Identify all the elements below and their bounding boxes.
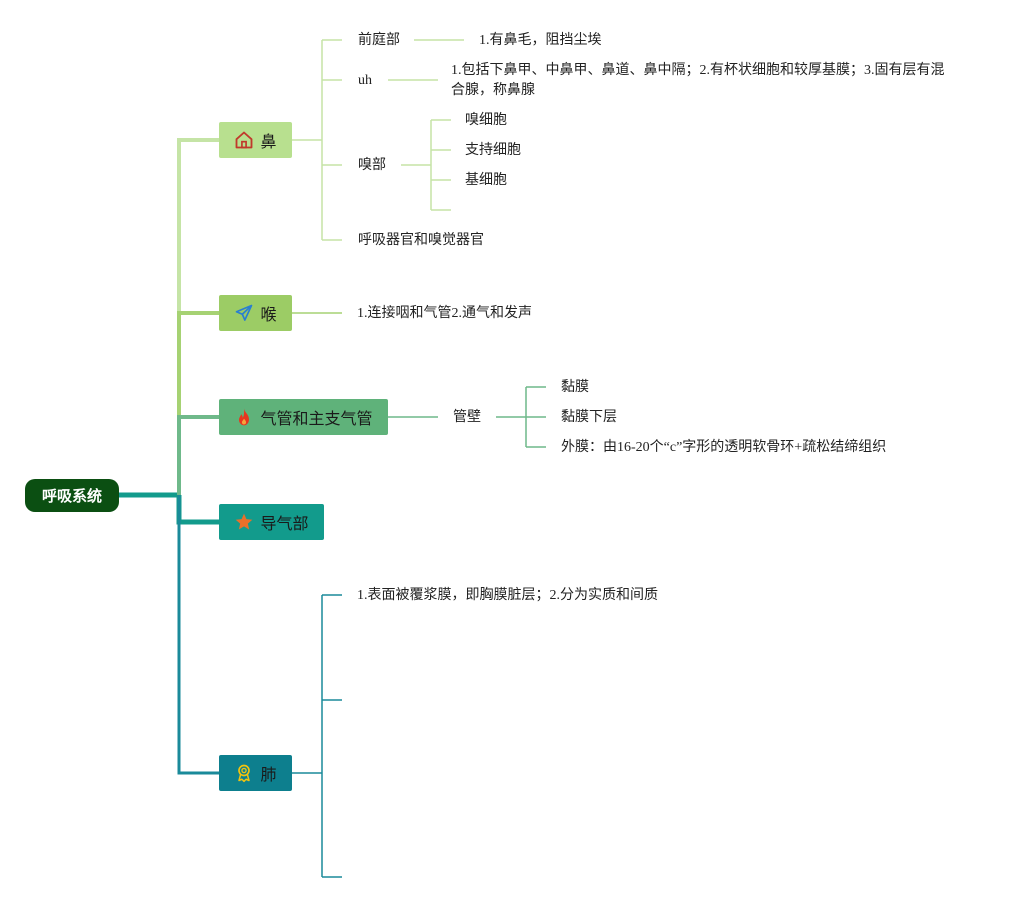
- trachea-wall-label[interactable]: 管壁: [453, 410, 481, 425]
- branch-conducting[interactable]: 导气部: [219, 504, 324, 540]
- connector-wall-layers: [496, 386, 546, 448]
- star-icon: [234, 512, 254, 532]
- connector-root-lung: [177, 495, 219, 775]
- branch-trachea[interactable]: 气管和主支气管: [219, 399, 388, 435]
- branch-nose-label: 鼻: [260, 132, 277, 151]
- connector-olfactory-cells: [401, 119, 451, 211]
- wall-layer-item[interactable]: 外膜：由16-20个“c”字形的透明软骨环+疏松结缔组织: [561, 440, 887, 455]
- house-icon: [234, 130, 254, 150]
- olfactory-cell-item[interactable]: 嗅细胞: [465, 113, 507, 128]
- olfactory-cell-item[interactable]: 基细胞: [465, 173, 507, 188]
- branch-conducting-label: 导气部: [260, 514, 309, 533]
- nose-respiratory-label[interactable]: uh: [358, 73, 372, 88]
- nose-vestibule-desc[interactable]: 1.有鼻毛，阻挡尘埃: [479, 33, 602, 48]
- connector-nose-children: [292, 39, 342, 241]
- connector-root-trachea: [177, 415, 219, 495]
- root-node[interactable]: 呼吸系统: [25, 479, 119, 512]
- branch-trachea-label: 气管和主支气管: [260, 409, 373, 428]
- connector-root-nose: [177, 138, 219, 495]
- branch-lung[interactable]: 肺: [219, 755, 292, 791]
- nose-respiratory-desc[interactable]: 1.包括下鼻甲、中鼻甲、鼻道、鼻中隔；2.有杯状细胞和较厚基膜；3.固有层有混合…: [451, 63, 945, 98]
- branch-lung-label: 肺: [260, 765, 277, 784]
- nose-vestibule-label[interactable]: 前庭部: [358, 33, 400, 48]
- paper-plane-icon: [234, 303, 254, 323]
- connector-root-larynx: [177, 311, 219, 495]
- award-icon: [234, 763, 254, 783]
- larynx-desc[interactable]: 1.连接咽和气管2.通气和发声: [357, 306, 532, 321]
- wall-layer-item[interactable]: 黏膜: [561, 380, 589, 395]
- lung-item[interactable]: 1.表面被覆浆膜，即胸膜脏层；2.分为实质和间质: [357, 588, 658, 603]
- olfactory-cell-item[interactable]: 支持细胞: [465, 143, 521, 158]
- connector-lung-items: [292, 594, 342, 878]
- branch-larynx[interactable]: 喉: [219, 295, 292, 331]
- nose-olfactory-label[interactable]: 嗅部: [358, 158, 386, 173]
- fire-icon: [234, 407, 254, 427]
- connector-root-conducting: [176, 495, 219, 525]
- nose-function-label[interactable]: 呼吸器官和嗅觉器官: [358, 233, 484, 248]
- root-label: 呼吸系统: [41, 487, 102, 505]
- branch-larynx-label: 喉: [260, 305, 277, 324]
- wall-layer-item[interactable]: 黏膜下层: [561, 410, 617, 425]
- branch-nose[interactable]: 鼻: [219, 122, 292, 158]
